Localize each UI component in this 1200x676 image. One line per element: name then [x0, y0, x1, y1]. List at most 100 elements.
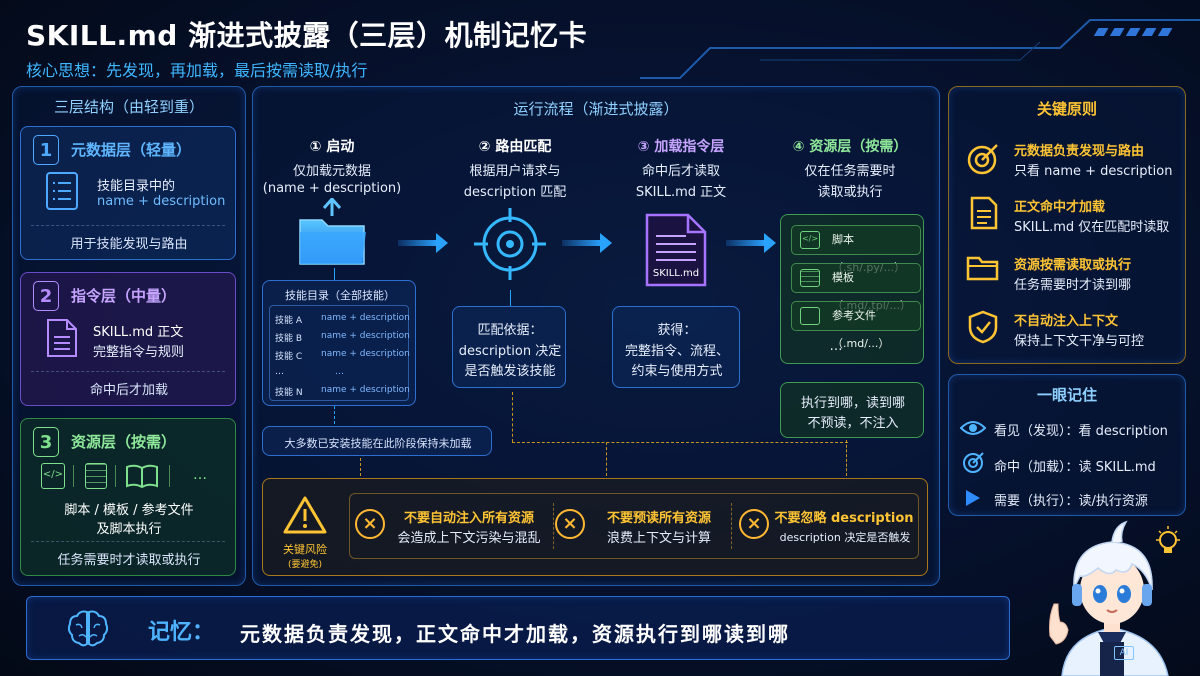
catalog-row-value: name + description — [321, 331, 410, 341]
resource-item-reference: 参考文件（.md/...） — [791, 301, 921, 350]
resource-item-script: </> 脚本（.sh/.py/...） — [791, 225, 921, 274]
divider — [31, 371, 225, 372]
resource-item-template: 模板（.md/.tpl/...） — [791, 263, 921, 312]
eye-icon — [960, 421, 986, 435]
risk-label: 关键风险 — [283, 543, 327, 556]
connector — [334, 268, 335, 280]
template-icon — [800, 269, 820, 287]
layer-footer: 命中后才加载 — [89, 383, 168, 398]
divider — [169, 465, 170, 487]
layer-desc-line1: 技能目录中的 — [97, 179, 176, 194]
skill-file-icon: SKILL.md — [644, 212, 708, 288]
step-title: ③ 加载指令层 — [637, 139, 725, 155]
warning-icon — [283, 496, 327, 534]
step-line2: SKILL.md 正文 — [635, 185, 727, 200]
mascot-badge: AI — [1114, 646, 1134, 660]
risk-item-heading: 不要预读所有资源 — [606, 511, 711, 526]
exec-box: 执行到哪，读到哪 不预读，不注入 — [780, 382, 924, 438]
gain-line1: 获得： — [657, 323, 697, 338]
skill-file-label: SKILL.md — [652, 268, 700, 279]
code-icon: </> — [800, 231, 820, 249]
flow-step-2: ② 路由匹配 根据用户请求与 description 匹配 — [440, 136, 590, 200]
layer-card-instruction: 2 指令层（中量） SKILL.md 正文 完整指令与规则 命中后才加载 — [20, 272, 236, 406]
risk-connector — [512, 392, 513, 442]
principles-panel — [948, 86, 1186, 364]
target-arrow-icon — [967, 144, 998, 175]
exec-line1: 执行到哪，读到哪 — [800, 396, 905, 411]
layer-footer: 用于技能发现与路由 — [70, 237, 188, 252]
play-icon — [966, 490, 980, 506]
glance-title: 一眼记住 — [1036, 386, 1097, 404]
document-icon — [970, 196, 998, 230]
principle-heading: 正文命中才加载 — [1014, 200, 1106, 215]
layer-name: 指令层（中量） — [71, 287, 177, 305]
list-document-icon — [46, 172, 78, 210]
flow-arrow — [726, 233, 776, 253]
catalog-row-value: name + description — [321, 313, 410, 323]
exec-line2: 不预读，不注入 — [807, 416, 899, 431]
step-line2: description 匹配 — [463, 185, 567, 200]
step-line2: 读取或执行 — [817, 185, 883, 200]
layer-name: 元数据层（轻量） — [71, 141, 192, 159]
glance-item: 命中（加载）：读 SKILL.md — [994, 460, 1156, 475]
step-line1: 命中后才读取 — [641, 164, 720, 179]
catalog-rows — [269, 305, 409, 401]
catalog-row-key: 技能 A — [275, 316, 303, 326]
risk-box: 关键风险 (要避免) × 不要自动注入所有资源 会造成上下文污染与混乱 × 不要… — [262, 478, 928, 576]
layer-number-badge: 3 — [33, 427, 59, 457]
step-title: ② 路由匹配 — [478, 139, 552, 155]
layer-desc-line1: 脚本 / 模板 / 参考文件 — [64, 503, 194, 518]
code-icon: </> — [41, 463, 65, 489]
layer-desc-line1: SKILL.md 正文 — [93, 325, 184, 340]
principle-heading: 资源按需读取或执行 — [1014, 258, 1132, 273]
risk-item-desc: description 决定是否触发 — [779, 531, 911, 544]
layer-desc-line2: 完整指令与规则 — [93, 345, 185, 360]
x-circle-icon: × — [355, 509, 385, 539]
match-line2: description 决定 — [458, 344, 562, 359]
flow-arrow — [398, 233, 448, 253]
layer-card-metadata: 1 元数据层（轻量） 技能目录中的 name + description 用于技… — [20, 126, 236, 260]
layer-footer: 任务需要时才读取或执行 — [57, 553, 201, 568]
skill-file-shape — [645, 213, 707, 287]
risk-connector — [606, 442, 607, 476]
gain-line3: 约束与使用方式 — [631, 364, 723, 379]
folder-icon — [966, 256, 999, 281]
catalog-title: 技能目录（全部技能） — [285, 289, 395, 302]
principle-desc: 保持上下文干净与可控 — [1014, 334, 1145, 349]
match-line3: 是否触发该技能 — [464, 364, 556, 379]
spreadsheet-icon — [85, 463, 107, 489]
catalog-row-key: … — [275, 367, 284, 377]
x-circle-icon: × — [739, 509, 769, 539]
match-basis-box: 匹配依据： description 决定 是否触发该技能 — [452, 306, 566, 388]
divider — [73, 465, 74, 487]
book-icon — [126, 464, 158, 489]
connector — [334, 406, 335, 424]
divider — [31, 541, 225, 542]
principles-title: 关键原则 — [1036, 100, 1097, 118]
risk-items-frame — [349, 493, 919, 559]
step-line1: 根据用户请求与 — [469, 164, 561, 179]
catalog-note-text: 大多数已安装技能在此阶段保持未加载 — [284, 437, 472, 450]
glance-panel — [948, 374, 1186, 516]
memory-text: 元数据负责发现，正文命中才加载，资源执行到哪读到哪 — [240, 622, 790, 646]
folder-icon — [299, 198, 366, 265]
catalog-row-key: 技能 N — [275, 388, 303, 398]
catalog-row: 技能 A name + description — [275, 313, 410, 326]
instruction-gain-box: 获得： 完整指令、流程、 约束与使用方式 — [612, 306, 740, 388]
flow-step-1: ① 启动 仅加载元数据 (name + description) — [262, 136, 402, 196]
divider — [115, 465, 116, 487]
step-line2: (name + description) — [262, 181, 402, 196]
principle-heading: 元数据负责发现与路由 — [1014, 144, 1145, 159]
step-line1: 仅加载元数据 — [292, 164, 371, 179]
layer-number-badge: 1 — [33, 135, 59, 165]
catalog-row-value: name + description — [321, 349, 410, 359]
target-icon — [474, 208, 546, 280]
layer-name: 资源层（按需） — [71, 433, 177, 451]
step-title: ① 启动 — [309, 139, 355, 155]
target-icon — [963, 452, 984, 473]
catalog-row-value: … — [335, 367, 344, 377]
resource-label: 参考文件（.md/...） — [832, 309, 890, 350]
resource-more: … — [829, 339, 843, 354]
memory-label: 记忆： — [148, 620, 215, 645]
